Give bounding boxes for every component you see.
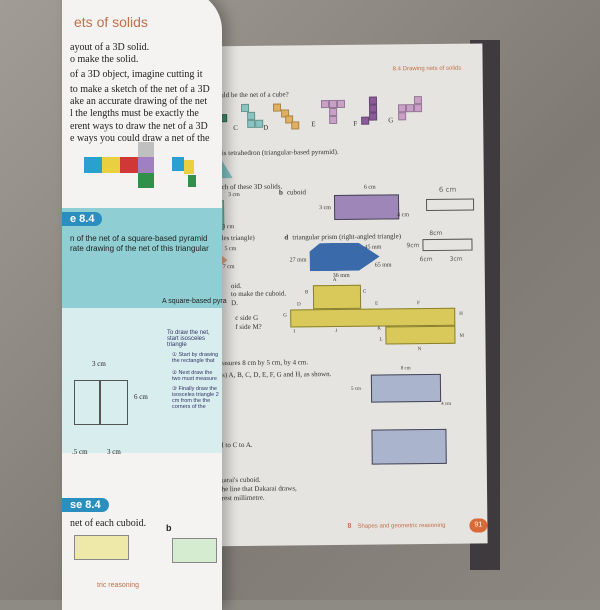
dim-label: 4 cm bbox=[441, 401, 452, 407]
step-1: ① Start by drawing the rectangle that bbox=[172, 352, 219, 364]
example-line: n of the net of a square-based pyramid bbox=[70, 234, 208, 243]
intro-line: ake an accurate drawing of the net bbox=[70, 96, 208, 107]
exercise-text: net of each cuboid. bbox=[70, 518, 147, 529]
step-2: ② Next draw the two must measure bbox=[172, 370, 217, 382]
cuboid-b-shape bbox=[172, 538, 217, 563]
intro-line: l the lengths must be exactly the bbox=[70, 108, 199, 119]
dim-label: 3 cm bbox=[222, 224, 235, 231]
step-3: ③ Finally draw the isosceles triangle 2 … bbox=[172, 386, 219, 410]
instruction-text: t measures 8 cm by 5 cm, by 4 cm. bbox=[210, 358, 309, 368]
net-label: L bbox=[379, 337, 383, 343]
cuboid-b-shape bbox=[333, 194, 400, 221]
dim-label: 3 cm bbox=[227, 191, 240, 199]
dim-label: 45 mm bbox=[364, 244, 382, 251]
right-page: 8.4 Drawing nets of solids wing could be… bbox=[182, 43, 488, 547]
cuboid-diagram-2 bbox=[371, 428, 447, 465]
dim-label: 3 cm bbox=[319, 205, 331, 212]
left-page: ets of solids ayout of a 3D solid. o mak… bbox=[62, 0, 227, 610]
part-d-label: d bbox=[284, 233, 289, 242]
question-text: to make the cuboid. bbox=[230, 289, 287, 299]
question-text: of the line that Dakarai draws, bbox=[211, 484, 297, 494]
net-label: C bbox=[362, 289, 367, 295]
dim-label: 6 cm bbox=[134, 393, 148, 401]
part-d-text: triangular prism (right-angled triangle) bbox=[292, 232, 402, 242]
question-item: f side M? bbox=[235, 322, 262, 332]
section-title: ets of solids bbox=[74, 14, 148, 30]
label-c: C bbox=[233, 124, 238, 133]
footer-chapter: 8 bbox=[347, 522, 352, 530]
exercise-label: se 8.4 bbox=[62, 498, 109, 512]
net-label: E bbox=[375, 301, 379, 307]
handwritten-note: 6 cm bbox=[438, 185, 457, 194]
intro-line: of a 3D object, imagine cutting it bbox=[70, 69, 203, 80]
part-b-text: cuboid bbox=[286, 188, 307, 197]
net-label: I bbox=[293, 329, 296, 335]
label-e: E bbox=[311, 120, 316, 129]
net-label: F bbox=[417, 301, 420, 307]
question-text: oid. bbox=[230, 281, 242, 291]
dim-label: 3 cm bbox=[107, 448, 121, 456]
net-label: K bbox=[377, 326, 382, 332]
handwritten-note: 9cm bbox=[406, 242, 420, 250]
page-header: 8.4 Drawing nets of solids bbox=[392, 65, 462, 73]
label-g: G bbox=[388, 116, 394, 125]
dim-label: 27 mm bbox=[289, 257, 307, 264]
instruction-text: H to C to A. bbox=[218, 440, 253, 450]
part-b-label: b bbox=[278, 188, 283, 197]
footer-text: Shapes and geometric reasoning bbox=[357, 522, 446, 530]
footer-text: tric reasoning bbox=[97, 582, 140, 589]
dim-label: 3 cm bbox=[92, 360, 106, 368]
dim-label: 8 cm bbox=[400, 366, 411, 372]
caption: A square-based pyra bbox=[162, 298, 227, 305]
dim-label: .5 cm bbox=[72, 448, 88, 456]
page-number: 91 bbox=[469, 518, 488, 533]
intro-line: o make the solid. bbox=[70, 54, 139, 65]
dim-label: 65 mm bbox=[374, 262, 392, 269]
cuboid-diagram-1 bbox=[370, 373, 442, 403]
net-label: J bbox=[335, 328, 338, 334]
steps-intro: To draw the net, start isosceles triangl… bbox=[167, 330, 210, 348]
dim-label: 6 cm bbox=[363, 184, 376, 191]
net-label: G bbox=[283, 313, 287, 319]
handwritten-sketch bbox=[422, 238, 473, 252]
label-f: F bbox=[353, 119, 358, 128]
dim-label: 5 cm bbox=[350, 386, 361, 392]
intro-line: e ways you could draw a net of the bbox=[70, 133, 210, 144]
handwritten-note: 6cm bbox=[419, 255, 433, 264]
net-label: B bbox=[304, 290, 309, 296]
dim-label: 7 cm bbox=[222, 264, 235, 271]
net-label: N bbox=[417, 347, 422, 353]
label-d: D bbox=[263, 123, 269, 132]
net-label: M bbox=[459, 333, 464, 339]
net-label: H bbox=[459, 311, 463, 317]
net-label: D bbox=[297, 302, 301, 308]
part-b-label: b bbox=[166, 523, 172, 533]
net-label: A bbox=[332, 277, 337, 284]
intro-line: ayout of a 3D solid. bbox=[70, 42, 150, 53]
question-item: c side G bbox=[235, 313, 259, 323]
question-text: D. bbox=[231, 299, 238, 308]
intro-line: erent ways to draw the net of a 3D bbox=[70, 121, 208, 132]
instruction-text: rners) A, B, C, D, E, F, G and H, as sho… bbox=[210, 370, 332, 380]
handwritten-sketch bbox=[426, 198, 475, 212]
dim-label: 4 cm bbox=[397, 212, 410, 219]
example-label: e 8.4 bbox=[62, 212, 103, 226]
intro-line: to make a sketch of the net of a 3D bbox=[70, 84, 210, 95]
example-line: rate drawing of the net of this triangul… bbox=[70, 244, 209, 253]
cuboid-a-shape bbox=[74, 535, 129, 560]
handwritten-note: 3cm bbox=[449, 255, 463, 263]
handwritten-note: 8cm bbox=[429, 229, 443, 238]
